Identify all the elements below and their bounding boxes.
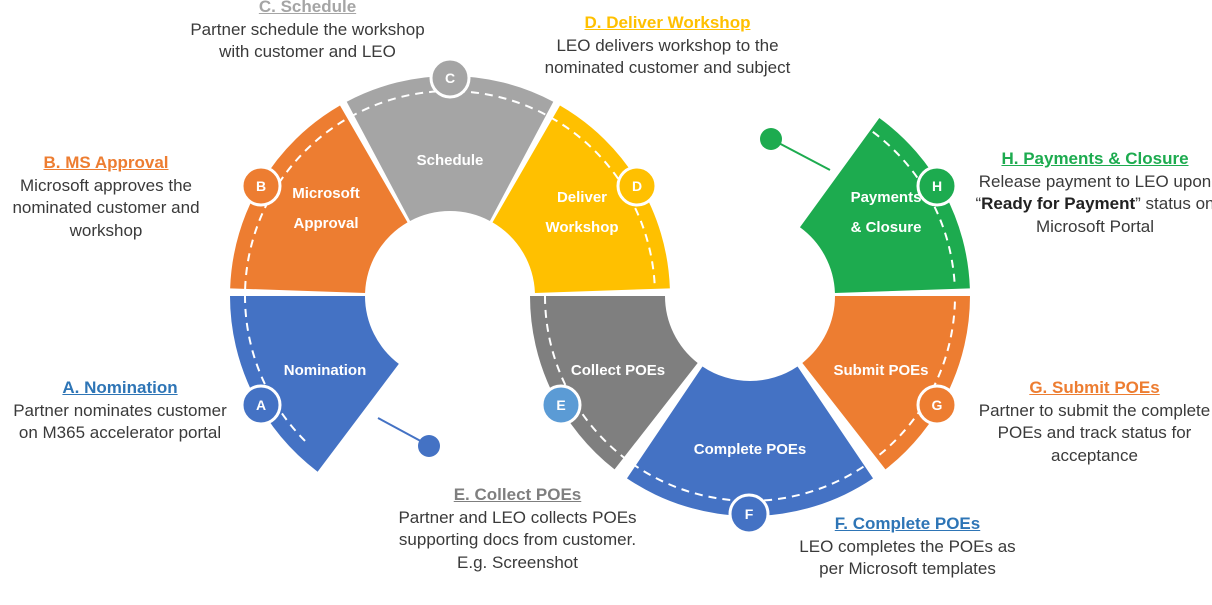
description-e-title: E. Collect POEs bbox=[453, 485, 582, 504]
segment-d-label: Workshop bbox=[545, 219, 618, 236]
badge-d-letter: D bbox=[632, 178, 642, 194]
badge-a-letter: A bbox=[256, 397, 266, 413]
badge-b-circle bbox=[240, 165, 282, 207]
end-dot bbox=[760, 128, 782, 150]
description-f-body: LEO completes the POEs as per Microsoft … bbox=[799, 536, 1016, 579]
description-f-title: F. Complete POEs bbox=[834, 514, 981, 533]
badge-e-circle bbox=[540, 384, 582, 426]
badges-layer: A B C D E F G H bbox=[240, 57, 958, 535]
badge-g-circle bbox=[916, 384, 958, 426]
badge-h-letter: H bbox=[932, 178, 942, 194]
badge-c-letter: C bbox=[445, 70, 455, 86]
badge-f-letter: F bbox=[745, 506, 754, 522]
segment-c-label: Schedule bbox=[417, 152, 484, 169]
segment-g-label: Submit POEs bbox=[833, 362, 928, 379]
dashed-arc-upper bbox=[244, 90, 656, 442]
segment-g bbox=[802, 296, 970, 470]
segment-e-label: Collect POEs bbox=[571, 362, 665, 379]
segment-d bbox=[492, 105, 670, 294]
description-d: D. Deliver Workshop LEO delivers worksho… bbox=[540, 12, 795, 80]
segment-f-label: Complete POEs bbox=[694, 441, 807, 458]
description-a: A. Nomination Partner nominates customer… bbox=[10, 377, 230, 445]
description-b-body: Microsoft approves the nominated custome… bbox=[12, 175, 200, 240]
segment-b bbox=[230, 105, 408, 294]
description-c-title: C. Schedule bbox=[258, 0, 357, 16]
description-e: E. Collect POEs Partner and LEO collects… bbox=[395, 484, 640, 574]
segment-a-label: Nomination bbox=[284, 362, 367, 379]
start-dot bbox=[418, 435, 440, 457]
description-f: F. Complete POEs LEO completes the POEs … bbox=[790, 513, 1025, 581]
segment-d-label: Deliver bbox=[557, 189, 607, 206]
description-b: B. MS Approval Microsoft approves the no… bbox=[0, 152, 216, 242]
segment-f bbox=[626, 366, 874, 517]
segment-a bbox=[230, 296, 399, 472]
description-h-body: Release payment to LEO upon “Ready for P… bbox=[975, 171, 1212, 239]
description-d-title: D. Deliver Workshop bbox=[584, 13, 751, 32]
description-h-body-1: Release payment to LEO upon “ bbox=[975, 171, 1212, 214]
badge-e-letter: E bbox=[556, 397, 565, 413]
badge-a-circle bbox=[240, 384, 282, 426]
end-connector bbox=[772, 139, 831, 171]
description-g-title: G. Submit POEs bbox=[1029, 378, 1160, 397]
segment-c bbox=[346, 76, 554, 221]
description-e-body: Partner and LEO collects POEs supporting… bbox=[398, 507, 637, 572]
description-a-body: Partner nominates customer on M365 accel… bbox=[13, 400, 227, 443]
description-h-body-bold: Ready for Payment bbox=[981, 194, 1136, 213]
description-h-body-2: ” status on Microsoft Portal bbox=[1035, 194, 1212, 236]
segment-h bbox=[799, 118, 970, 294]
badge-f-circle bbox=[728, 493, 770, 535]
description-b-title: B. MS Approval bbox=[43, 153, 169, 172]
badge-b-letter: B bbox=[256, 178, 266, 194]
description-g: G. Submit POEs Partner to submit the com… bbox=[972, 377, 1212, 467]
description-g-body: Partner to submit the complete POEs and … bbox=[978, 400, 1211, 465]
segment-e bbox=[530, 296, 698, 470]
description-c-body: Partner schedule the workshop with custo… bbox=[190, 19, 425, 62]
badge-g-letter: G bbox=[932, 397, 943, 413]
badge-h-circle bbox=[916, 165, 958, 207]
description-h: H. Payments & Closure Release payment to… bbox=[975, 148, 1212, 238]
segment-b-label: Approval bbox=[293, 215, 358, 232]
segment-b-label: Microsoft bbox=[292, 185, 360, 202]
segment-h-label: & Closure bbox=[851, 219, 922, 236]
description-h-title: H. Payments & Closure bbox=[1001, 149, 1189, 168]
description-c: C. Schedule Partner schedule the worksho… bbox=[180, 0, 435, 64]
description-d-body: LEO delivers workshop to the nominated c… bbox=[544, 35, 791, 78]
segments-layer bbox=[230, 76, 970, 517]
badge-c-circle bbox=[429, 57, 471, 99]
badge-d-circle bbox=[616, 165, 658, 207]
segment-h-label: Payments bbox=[851, 189, 922, 206]
description-a-title: A. Nomination bbox=[62, 378, 178, 397]
